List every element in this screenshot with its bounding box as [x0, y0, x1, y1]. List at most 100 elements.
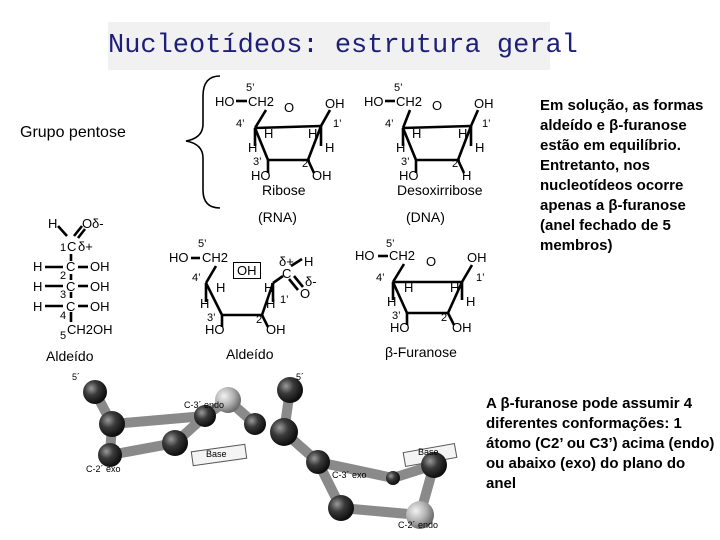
ribose-c2-label: 2’ [302, 158, 311, 170]
linear-o-top: O [82, 216, 93, 231]
furanose-ring [378, 254, 474, 326]
ribose-c3-label: 3’ [253, 156, 262, 168]
aldehyde-ring-name: Aldeído [226, 346, 274, 362]
desoxirribose-h3: H [396, 140, 406, 155]
ribose-ch2: CH2 [248, 94, 275, 109]
equilibrium-note: Em solução, as formas aldeído e β-furano… [540, 97, 704, 254]
aldehyde-c5-label: 5’ [198, 238, 207, 250]
desoxirribose-c4-label: 4’ [385, 118, 394, 130]
desoxirribose-h1: H [458, 126, 468, 141]
desoxirribose-dna-label: (DNA) [406, 209, 445, 225]
linear-oh3: OH [90, 279, 110, 294]
page-title: Nucleotídeos: estrutura geral [108, 22, 578, 70]
furanose-c1-label: 1’ [476, 272, 485, 284]
aldehyde-oh-center: OH [233, 262, 261, 279]
furanose-c3-label: 3’ [392, 310, 401, 322]
linear-aldehyde-bonds [45, 225, 88, 322]
desoxirribose-ring-oxygen: O [432, 98, 443, 113]
ribose-h1: H [308, 126, 318, 141]
linear-c1-number: 1 [60, 242, 67, 254]
aldehyde-c1-label: 1’ [280, 294, 289, 306]
linear-c2-number: 2 [60, 270, 67, 282]
model-bottom-c3-label: C-3´ exo [332, 470, 367, 480]
aldehyde-carbon: C [282, 266, 292, 281]
furanose-h4: H [404, 280, 414, 295]
model-top-base-label: Base [206, 449, 227, 459]
curly-brace [185, 75, 221, 209]
aldehyde-oh2: OH [266, 322, 286, 337]
model-bottom-c5-label: 5´ [296, 372, 305, 382]
desoxirribose-ring [385, 99, 480, 174]
furanose-oh1: OH [467, 250, 487, 265]
aldehyde-ch2: CH2 [202, 250, 229, 265]
ribose-ho3: HO [251, 168, 271, 183]
ribose-c5-label: 5’ [246, 82, 255, 94]
linear-h2: H [33, 259, 43, 274]
furanose-oh2: OH [452, 320, 472, 335]
desoxirribose-name: Desoxirribose [397, 182, 483, 198]
model-bottom-base-label: Base [418, 447, 439, 457]
desoxirribose-c2-label: 2’ [452, 158, 461, 170]
aldehyde-c3-label: 3’ [207, 312, 216, 324]
desoxirribose-ho3: HO [399, 168, 419, 183]
desoxirribose-h2: H [475, 140, 485, 155]
ball-stick-model-bottom [270, 377, 458, 529]
furanose-ho5: HO [355, 248, 375, 263]
aldehyde-h1: H [264, 280, 274, 295]
ribose-c4-label: 4’ [236, 118, 245, 130]
furanose-h3: H [387, 294, 397, 309]
aldehyde-c2-label: 2’ [256, 314, 265, 326]
linear-h3: H [33, 279, 43, 294]
desoxirribose-oh1: OH [474, 96, 494, 111]
model-top-c2-label: C-2´ exo [86, 464, 121, 474]
furanose-h2: H [466, 294, 476, 309]
ribose-c1-label: 1’ [333, 118, 342, 130]
aldehyde-h3: H [200, 296, 210, 311]
ribose-oh1: OH [325, 96, 345, 111]
linear-h4: H [33, 299, 43, 314]
model-top-c3-label: C-3´ endo [184, 400, 225, 410]
aldehyde-delta-plus: δ+ [279, 254, 294, 269]
desoxirribose-c5-label: 5’ [394, 82, 403, 94]
linear-c4: C [66, 299, 76, 314]
aldehyde-delta-minus: δ- [305, 274, 317, 289]
furanose-c5-label: 5’ [386, 238, 395, 250]
linear-c3-number: 3 [60, 289, 67, 301]
pentose-group-label: Grupo pentose [20, 124, 126, 141]
linear-c2: C [66, 259, 76, 274]
aldehyde-h2: H [266, 296, 276, 311]
aldehyde-ho3: HO [205, 322, 225, 337]
furanose-c4-label: 4’ [376, 272, 385, 284]
ribose-h2: H [325, 140, 335, 155]
aldehyde-ho5: HO [169, 250, 189, 265]
furanose-h1: H [450, 280, 460, 295]
aldehyde-h4: H [216, 280, 226, 295]
furanose-ring-oxygen: O [426, 254, 437, 269]
model-top-c5-label: 5´ [72, 372, 81, 382]
desoxirribose-h4: H [412, 126, 422, 141]
furanose-c2-label: 2’ [441, 312, 450, 324]
ribose-name: Ribose [262, 182, 306, 198]
desoxirribose-ho5: HO [364, 94, 384, 109]
linear-delta-minus: δ- [92, 216, 104, 231]
desoxirribose-c1-label: 1’ [482, 118, 491, 130]
ribose-h4: H [264, 126, 274, 141]
ribose-ho5: HO [215, 94, 235, 109]
linear-oh4: OH [90, 299, 110, 314]
aldehyde-h: H [304, 254, 314, 269]
linear-h-top: H [48, 216, 58, 231]
furanose-name: β-Furanose [385, 344, 457, 360]
ribose-rna-label: (RNA) [258, 209, 297, 225]
aldehyde-open-ring [191, 256, 305, 328]
linear-c3: C [66, 279, 76, 294]
linear-ch2oh: CH2OH [67, 322, 113, 337]
linear-delta-plus: δ+ [78, 239, 93, 254]
model-bottom-c2-label: C-2´ endo [398, 520, 439, 530]
ribose-oh2: OH [312, 168, 332, 183]
aldehyde-o: O [300, 286, 311, 301]
ribose-h3: H [248, 140, 258, 155]
ribose-ring [236, 99, 332, 174]
linear-c4-number: 4 [60, 310, 67, 322]
ball-stick-model-top [83, 380, 266, 467]
linear-oh2: OH [90, 259, 110, 274]
